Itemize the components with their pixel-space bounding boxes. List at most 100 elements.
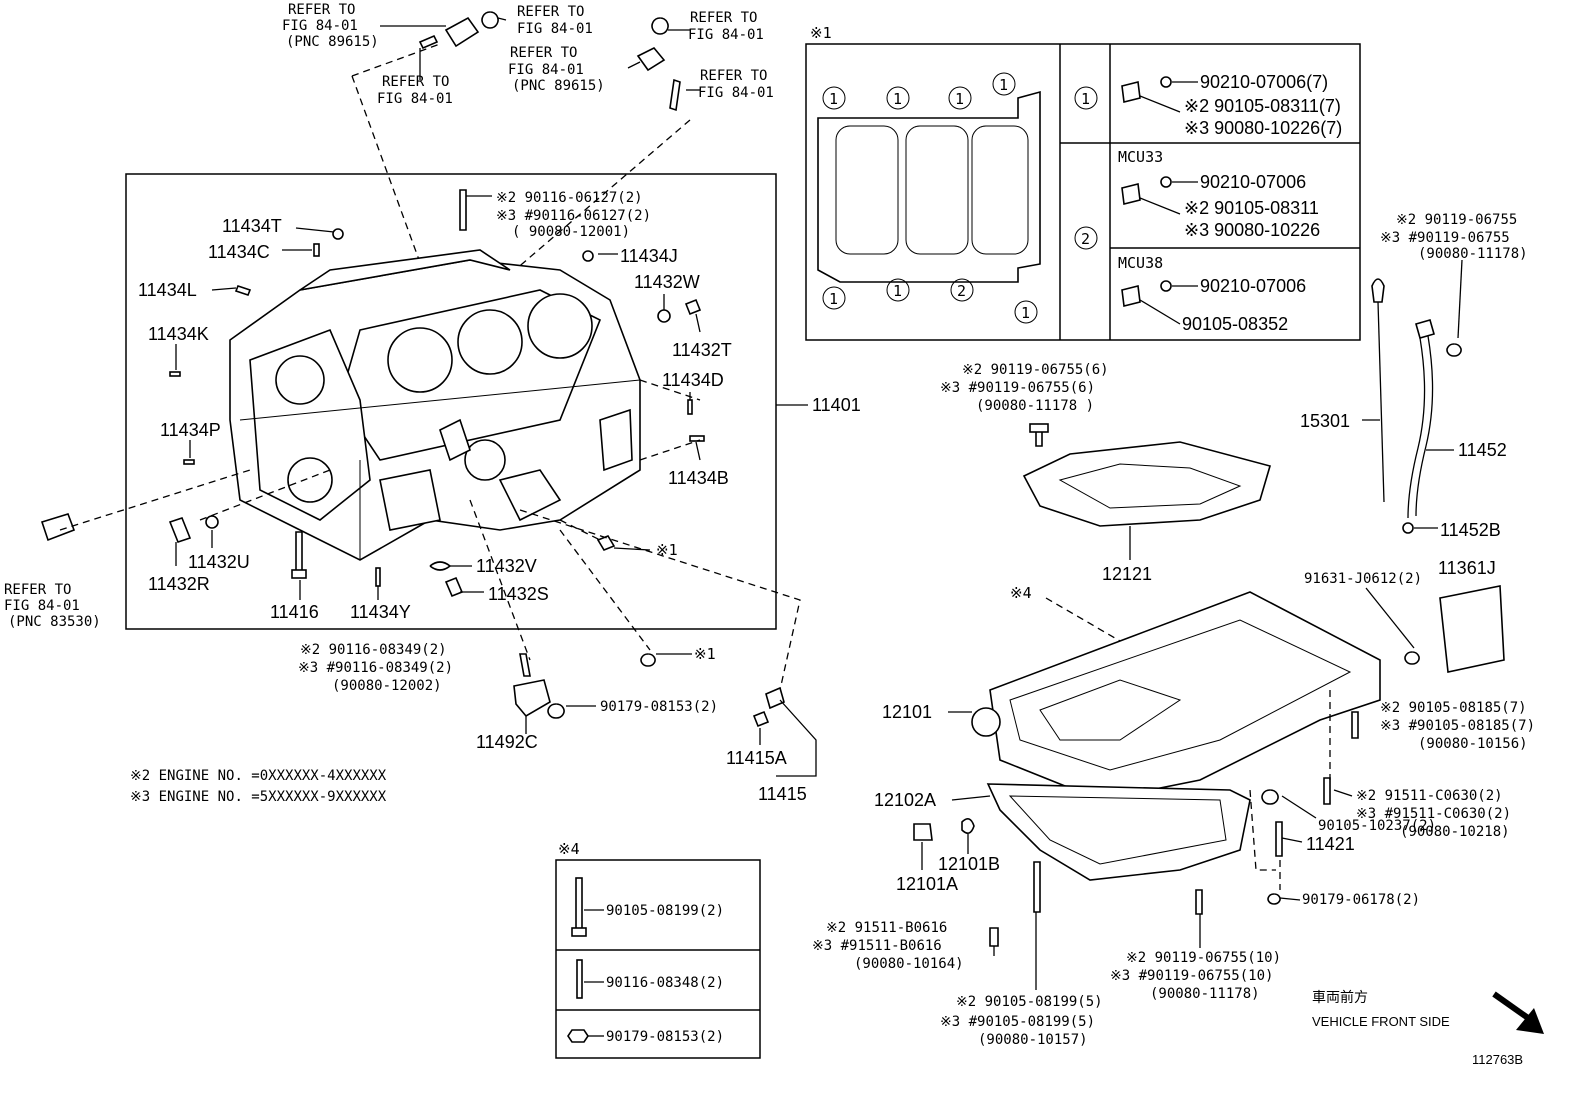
circle-2-row: 2 [1081, 230, 1090, 248]
b90105-08185-2: ※3 #90105-08185(7) [1380, 718, 1535, 734]
part-12121: 12121 [1102, 564, 1152, 584]
ref-label-1c: (PNC 89615) [286, 34, 379, 50]
stud-bottom-3: (90080-12002) [332, 678, 442, 694]
table1-title: ※1 [810, 24, 832, 42]
ref-label-5b: FIG 84-01 [688, 27, 764, 43]
ref-label-3a: REFER TO [382, 74, 449, 90]
t1-r3-b: 90105-08352 [1182, 314, 1288, 334]
stud-top-1: ※2 90116-06127(2) [496, 190, 643, 206]
circle-1-e: 1 [829, 290, 838, 308]
nut-90179-08153: 90179-08153(2) [600, 699, 718, 715]
part-12102A: 12102A [874, 790, 936, 810]
circle-1-a: 1 [829, 90, 838, 108]
part-11432S: 11432S [488, 584, 549, 604]
t1-r3-a: 90210-07006 [1200, 276, 1306, 296]
dipstick-bolt-2: ※3 #90119-06755 [1380, 230, 1510, 246]
part-11421: 11421 [1306, 834, 1355, 854]
stud-bottom-1: ※2 90116-08349(2) [300, 642, 447, 658]
b90105-08199-3: (90080-10157) [978, 1032, 1088, 1048]
dipstick-assembly [1362, 259, 1463, 534]
b90105-08185-3: (90080-10156) [1418, 736, 1528, 752]
ref-label-2a: REFER TO [517, 4, 584, 20]
ref-label-1a: REFER TO [288, 2, 355, 18]
part-11434C: 11434C [208, 242, 270, 262]
table-4 [555, 859, 761, 1059]
t4-row-3: 90179-08153(2) [606, 1029, 724, 1045]
table4-title: ※4 [558, 840, 580, 858]
circle-1-b: 1 [893, 90, 902, 108]
b90119-10-2: ※3 #90119-06755(10) [1110, 968, 1273, 984]
table-1 [805, 43, 1361, 341]
circle-1-f: 1 [893, 282, 902, 300]
b91511b-1: ※2 91511-B0616 [826, 920, 947, 936]
ref-label-5a: REFER TO [690, 10, 757, 26]
t1-r1-b: ※2 90105-08311(7) [1184, 96, 1341, 116]
b90105-08199-1: ※2 90105-08199(5) [956, 994, 1103, 1010]
b91511c-1: ※2 91511-C0630(2) [1356, 788, 1503, 804]
part-11434J: 11434J [620, 246, 678, 266]
b90105-08199-2: ※3 #90105-08199(5) [940, 1014, 1095, 1030]
t4-row-2: 90116-08348(2) [606, 975, 724, 991]
part-11434T: 11434T [222, 216, 282, 236]
part-11452B: 11452B [1440, 520, 1501, 540]
ref-label-7c: (PNC 83530) [8, 614, 101, 630]
part-11492C: 11492C [476, 732, 538, 752]
stud-bottom-2: ※3 #90116-08349(2) [298, 660, 453, 676]
part-12101B: 12101B [938, 854, 1000, 874]
t1-r1-c: ※3 90080-10226(7) [1184, 118, 1342, 138]
b90119-10-3: (90080-11178) [1150, 986, 1260, 1002]
ref-label-2b: FIG 84-01 [517, 21, 593, 37]
ref-label-4a: REFER TO [510, 45, 577, 61]
part-11361J: 11361J [1438, 558, 1496, 578]
ref-label-1b: FIG 84-01 [282, 18, 358, 34]
part-11415: 11415 [758, 784, 807, 804]
ref-label-6b: FIG 84-01 [698, 85, 774, 101]
b91511c-3: (90080-10218) [1400, 824, 1510, 840]
part-11432R: 11432R [148, 574, 210, 594]
b90105-08185-1: ※2 90105-08185(7) [1380, 700, 1527, 716]
t1-r2-c: ※3 90080-10226 [1184, 220, 1320, 240]
circle-1-g: 1 [1021, 304, 1030, 322]
part-11416: 11416 [270, 602, 319, 622]
part-11434Y: 11434Y [350, 602, 411, 622]
part-11434B: 11434B [668, 468, 729, 488]
engine-note-2: ※2 ENGINE NO. =0XXXXXX-4XXXXXX [130, 768, 387, 784]
part-91631-J0612: 91631-J0612(2) [1304, 571, 1422, 587]
mark-1-b: ※1 [694, 645, 716, 663]
figure-id: 112763B [1472, 1052, 1523, 1067]
part-11434P: 11434P [160, 420, 221, 440]
circle-1-c: 1 [955, 90, 964, 108]
stiff-bolt-2: ※3 #90119-06755(6) [940, 380, 1095, 396]
b91511c-2: ※3 #91511-C0630(2) [1356, 806, 1511, 822]
part-11452: 11452 [1458, 440, 1507, 460]
t1-mcu33: MCU33 [1118, 148, 1163, 166]
stiff-bolt-1: ※2 90119-06755(6) [962, 362, 1109, 378]
front-arrow-icon [1492, 991, 1544, 1034]
part-11401: 11401 [812, 395, 861, 415]
ref-label-7b: FIG 84-01 [4, 598, 80, 614]
part-11432T: 11432T [672, 340, 732, 360]
engine-note-3: ※3 ENGINE NO. =5XXXXXX-9XXXXXX [130, 789, 387, 805]
t1-r2-b: ※2 90105-08311 [1184, 198, 1319, 218]
mark-1-a: ※1 [656, 541, 678, 559]
dipstick-bolt-3: (90080-11178) [1418, 246, 1528, 262]
part-11432W: 11432W [634, 272, 700, 292]
part-90179-06178: 90179-06178(2) [1302, 892, 1420, 908]
b90119-10-1: ※2 90119-06755(10) [1126, 950, 1281, 966]
ref-label-3b: FIG 84-01 [377, 91, 453, 107]
ref-label-6a: REFER TO [700, 68, 767, 84]
oil-pan [913, 585, 1505, 990]
part-12101A: 12101A [896, 874, 958, 894]
ref-label-4c: (PNC 89615) [512, 78, 605, 94]
t1-r2-a: 90210-07006 [1200, 172, 1306, 192]
ref-label-7a: REFER TO [4, 582, 71, 598]
t4-row-1: 90105-08199(2) [606, 903, 724, 919]
vehicle-front-en: VEHICLE FRONT SIDE [1312, 1014, 1450, 1029]
stud-top-3: ( 90080-12001) [512, 224, 630, 240]
part-11432V: 11432V [476, 556, 537, 576]
stud-top-2: ※3 #90116-06127(2) [496, 208, 651, 224]
dipstick-bolt-1: ※2 90119-06755 [1396, 212, 1517, 228]
part-90105-10237: 90105-10237(2) [1318, 818, 1436, 834]
block-small-parts [40, 189, 705, 667]
